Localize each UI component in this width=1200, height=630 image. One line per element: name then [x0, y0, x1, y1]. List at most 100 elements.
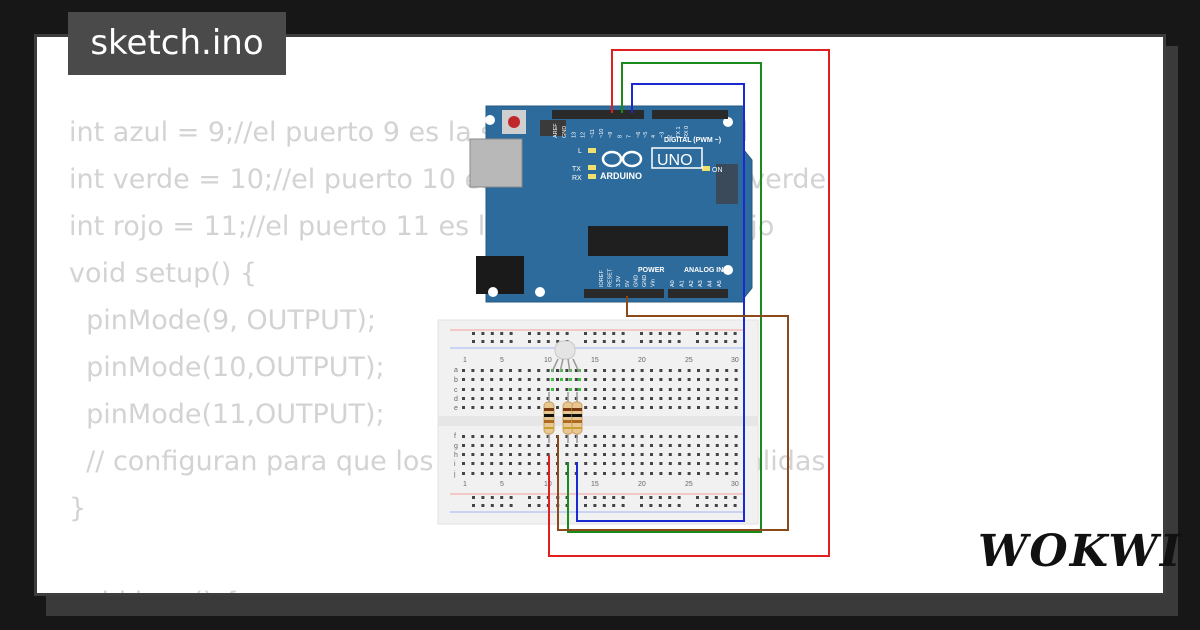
- bb-hole[interactable]: [509, 406, 512, 409]
- bb-hole[interactable]: [602, 332, 606, 335]
- bb-hole[interactable]: [715, 397, 719, 400]
- bb-hole[interactable]: [658, 496, 662, 499]
- bb-hole[interactable]: [584, 462, 588, 465]
- bb-hole[interactable]: [509, 435, 512, 438]
- bb-hole[interactable]: [650, 462, 653, 465]
- bb-hole[interactable]: [603, 397, 606, 400]
- bb-hole[interactable]: [518, 462, 522, 465]
- bb-hole[interactable]: [714, 332, 718, 335]
- reset-button[interactable]: [508, 116, 520, 128]
- bb-hole[interactable]: [640, 406, 644, 409]
- bb-hole[interactable]: [584, 435, 588, 438]
- bb-hole[interactable]: [556, 406, 559, 409]
- bb-hole[interactable]: [584, 496, 587, 499]
- bb-hole[interactable]: [734, 378, 738, 381]
- bb-hole[interactable]: [697, 444, 700, 447]
- bb-hole[interactable]: [705, 332, 709, 335]
- bb-hole[interactable]: [631, 397, 635, 400]
- bb-hole[interactable]: [715, 444, 719, 447]
- bb-hole[interactable]: [650, 453, 653, 456]
- bb-hole[interactable]: [556, 378, 559, 381]
- bb-hole[interactable]: [481, 332, 485, 335]
- bb-hole[interactable]: [500, 496, 504, 499]
- bb-hole[interactable]: [724, 496, 728, 499]
- bb-hole[interactable]: [546, 444, 550, 447]
- bb-hole[interactable]: [668, 444, 672, 447]
- bb-hole[interactable]: [518, 388, 522, 391]
- bb-hole[interactable]: [472, 496, 475, 499]
- bb-hole[interactable]: [724, 332, 728, 335]
- bb-hole[interactable]: [565, 369, 569, 372]
- bb-hole[interactable]: [734, 472, 738, 475]
- bb-hole[interactable]: [724, 340, 728, 343]
- bb-hole[interactable]: [527, 369, 531, 372]
- bb-hole[interactable]: [509, 397, 512, 400]
- bb-hole[interactable]: [527, 462, 531, 465]
- bb-hole[interactable]: [471, 472, 475, 475]
- bb-hole[interactable]: [578, 378, 581, 381]
- bb-hole[interactable]: [472, 340, 475, 343]
- bb-hole[interactable]: [593, 496, 597, 499]
- bb-hole[interactable]: [490, 397, 494, 400]
- bb-hole[interactable]: [725, 369, 729, 372]
- bb-hole[interactable]: [668, 472, 672, 475]
- bb-hole[interactable]: [621, 378, 625, 381]
- bb-hole[interactable]: [509, 332, 513, 335]
- bb-hole[interactable]: [499, 472, 503, 475]
- bb-hole[interactable]: [621, 453, 625, 456]
- bb-hole[interactable]: [678, 406, 682, 409]
- bb-hole[interactable]: [537, 378, 541, 381]
- bb-hole[interactable]: [537, 435, 541, 438]
- bb-hole[interactable]: [593, 340, 597, 343]
- bb-hole[interactable]: [734, 462, 738, 465]
- bb-hole[interactable]: [640, 504, 643, 507]
- bb-hole[interactable]: [687, 369, 691, 372]
- bb-hole[interactable]: [668, 453, 672, 456]
- bb-hole[interactable]: [462, 406, 465, 409]
- bb-hole[interactable]: [499, 397, 503, 400]
- bb-hole[interactable]: [715, 378, 719, 381]
- bb-hole[interactable]: [490, 496, 494, 499]
- bb-hole[interactable]: [640, 388, 644, 391]
- bb-hole[interactable]: [621, 369, 625, 372]
- bb-hole[interactable]: [603, 453, 606, 456]
- bb-hole[interactable]: [725, 462, 729, 465]
- bb-hole[interactable]: [659, 472, 663, 475]
- bb-hole[interactable]: [697, 453, 700, 456]
- bb-hole[interactable]: [603, 444, 606, 447]
- bb-hole[interactable]: [621, 444, 625, 447]
- bb-hole[interactable]: [578, 388, 581, 391]
- bb-hole[interactable]: [593, 378, 597, 381]
- bb-hole[interactable]: [584, 406, 588, 409]
- bb-hole[interactable]: [481, 340, 485, 343]
- bb-hole[interactable]: [706, 406, 710, 409]
- bb-hole[interactable]: [659, 397, 663, 400]
- bb-hole[interactable]: [537, 462, 541, 465]
- bb-hole[interactable]: [650, 406, 653, 409]
- bb-hole[interactable]: [612, 340, 616, 343]
- bb-hole[interactable]: [733, 504, 737, 507]
- bb-hole[interactable]: [528, 504, 531, 507]
- bb-hole[interactable]: [640, 340, 643, 343]
- bb-hole[interactable]: [490, 369, 494, 372]
- bb-hole[interactable]: [678, 388, 682, 391]
- bb-hole[interactable]: [668, 496, 672, 499]
- bb-hole[interactable]: [593, 444, 597, 447]
- bb-hole[interactable]: [612, 462, 616, 465]
- bb-hole[interactable]: [621, 435, 625, 438]
- bb-hole[interactable]: [631, 435, 635, 438]
- bb-hole[interactable]: [734, 453, 738, 456]
- bb-hole[interactable]: [725, 388, 729, 391]
- bb-hole[interactable]: [490, 435, 494, 438]
- bb-hole[interactable]: [715, 369, 719, 372]
- bb-hole[interactable]: [612, 406, 616, 409]
- bb-hole[interactable]: [697, 369, 700, 372]
- bb-hole[interactable]: [593, 472, 597, 475]
- bb-hole[interactable]: [678, 444, 682, 447]
- bb-hole[interactable]: [677, 504, 681, 507]
- bb-hole[interactable]: [480, 378, 484, 381]
- bb-hole[interactable]: [509, 472, 512, 475]
- bb-hole[interactable]: [499, 435, 503, 438]
- bb-hole[interactable]: [518, 444, 522, 447]
- bb-hole[interactable]: [480, 435, 484, 438]
